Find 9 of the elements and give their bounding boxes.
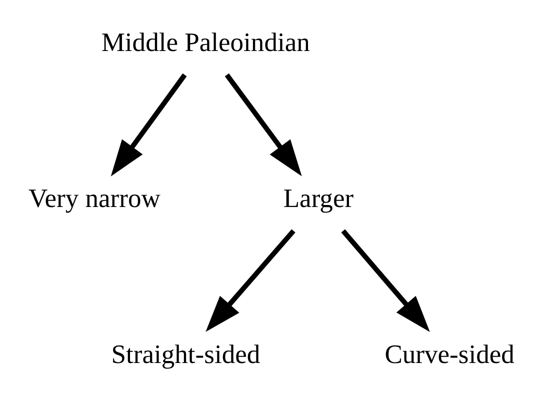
node-text: Middle Paleoindian: [100, 26, 310, 57]
node-text: Larger: [282, 182, 354, 213]
arrow: [340, 229, 430, 332]
arrow: [224, 73, 302, 176]
node-text: Very narrow: [28, 182, 160, 213]
arrow: [205, 229, 295, 332]
arrow: [110, 73, 186, 176]
node-text: Straight-sided: [110, 338, 260, 369]
node-text: Curve-sided: [384, 338, 514, 369]
